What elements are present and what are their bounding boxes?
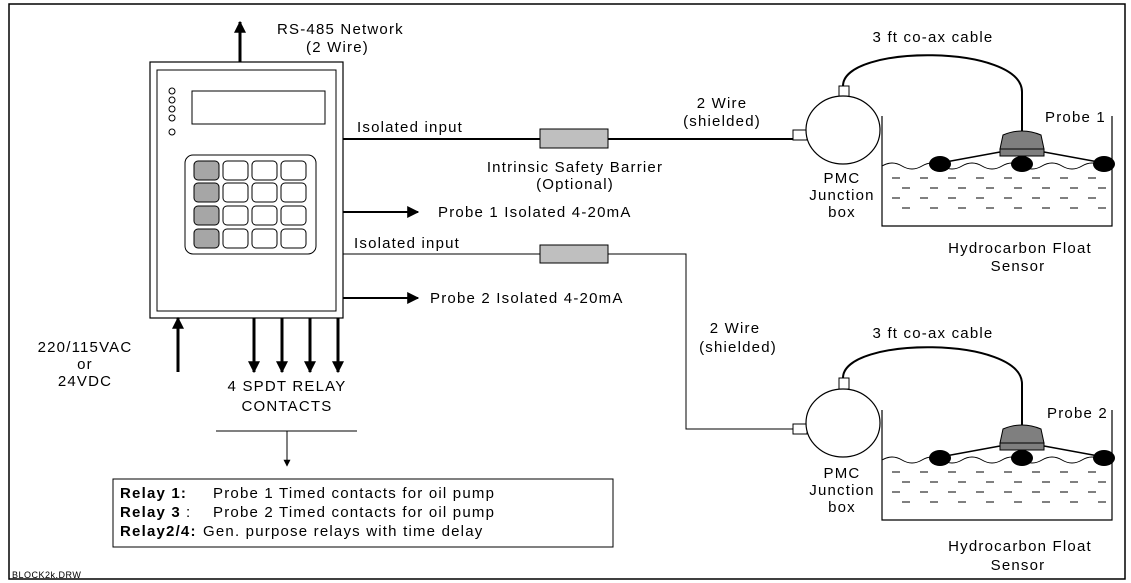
junction2-label-3: box xyxy=(828,499,856,516)
wire1-sublabel: (shielded) xyxy=(683,113,761,130)
tank-2 xyxy=(881,410,1113,521)
probe1-label: Probe 1 xyxy=(1045,109,1106,126)
controller-unit xyxy=(149,61,344,319)
lcd-display xyxy=(191,90,326,125)
relay-3-key: Relay 3 xyxy=(120,504,181,521)
tank-1 xyxy=(881,116,1113,227)
input2-label: Isolated input xyxy=(354,235,460,252)
relay-1-desc: Probe 1 Timed contacts for oil pump xyxy=(213,485,495,502)
safety-barrier-1 xyxy=(539,128,609,149)
junction2-top-port xyxy=(838,377,850,390)
junction2-body xyxy=(805,388,881,458)
power-label: 220/115VAC xyxy=(38,339,133,356)
junction1-top-port xyxy=(838,85,850,98)
network-sublabel: (2 Wire) xyxy=(306,39,369,56)
junction1-label-2: Junction xyxy=(809,187,874,204)
wire2-sublabel: (shielded) xyxy=(699,339,777,356)
junction1-label: PMC xyxy=(824,170,861,187)
relay-contacts-sublabel: CONTACTS xyxy=(242,398,333,415)
float-sensor-2 xyxy=(929,424,1115,466)
status-leds xyxy=(168,87,176,136)
input2-wire-b xyxy=(608,253,793,430)
relay-table-box xyxy=(112,478,614,548)
relay-24-desc: Gen. purpose relays with time delay xyxy=(203,523,483,540)
power-label-dc: 24VDC xyxy=(58,373,112,390)
barrier-label: Intrinsic Safety Barrier xyxy=(487,159,663,176)
junction2-port xyxy=(792,423,808,435)
junction1-body xyxy=(805,95,881,165)
file-label: BLOCK2k.DRW xyxy=(12,570,81,580)
junction2-label: PMC xyxy=(824,465,861,482)
output1-label: Probe 1 Isolated 4-20mA xyxy=(438,204,632,221)
relay-3-sep: : xyxy=(186,504,191,521)
power-label-or: or xyxy=(77,356,93,373)
wire1-label: 2 Wire xyxy=(697,95,748,112)
junction2-label-2: Junction xyxy=(809,482,874,499)
probe2-label: Probe 2 xyxy=(1047,405,1108,422)
wire2-label: 2 Wire xyxy=(710,320,761,337)
junction1-port xyxy=(792,129,808,141)
cable1-label: 3 ft co-ax cable xyxy=(873,29,994,46)
cable2-label: 3 ft co-ax cable xyxy=(873,325,994,342)
sensor2-label: Hydrocarbon Float xyxy=(948,538,1092,555)
coax-cable-2 xyxy=(842,346,1023,428)
coax-cable-1 xyxy=(842,54,1023,134)
junction1-label-3: box xyxy=(828,204,856,221)
sensor1-label: Hydrocarbon Float xyxy=(948,240,1092,257)
keypad xyxy=(193,160,307,249)
barrier-sublabel: (Optional) xyxy=(536,176,614,193)
relay-24-key: Relay2/4: xyxy=(120,523,197,540)
float-sensor-1 xyxy=(929,130,1115,172)
relay-3-desc: Probe 2 Timed contacts for oil pump xyxy=(213,504,495,521)
relay-1-key: Relay 1: xyxy=(120,485,187,502)
sensor1-sublabel: Sensor xyxy=(991,258,1046,275)
relay-contacts-label: 4 SPDT RELAY xyxy=(228,378,347,395)
network-label: RS-485 Network xyxy=(277,21,404,38)
output2-label: Probe 2 Isolated 4-20mA xyxy=(430,290,624,307)
diagram-frame xyxy=(8,3,1126,580)
relay-arrows xyxy=(248,318,344,374)
input1-label: Isolated input xyxy=(357,119,463,136)
sensor2-sublabel: Sensor xyxy=(991,557,1046,574)
safety-barrier-2 xyxy=(539,244,609,264)
